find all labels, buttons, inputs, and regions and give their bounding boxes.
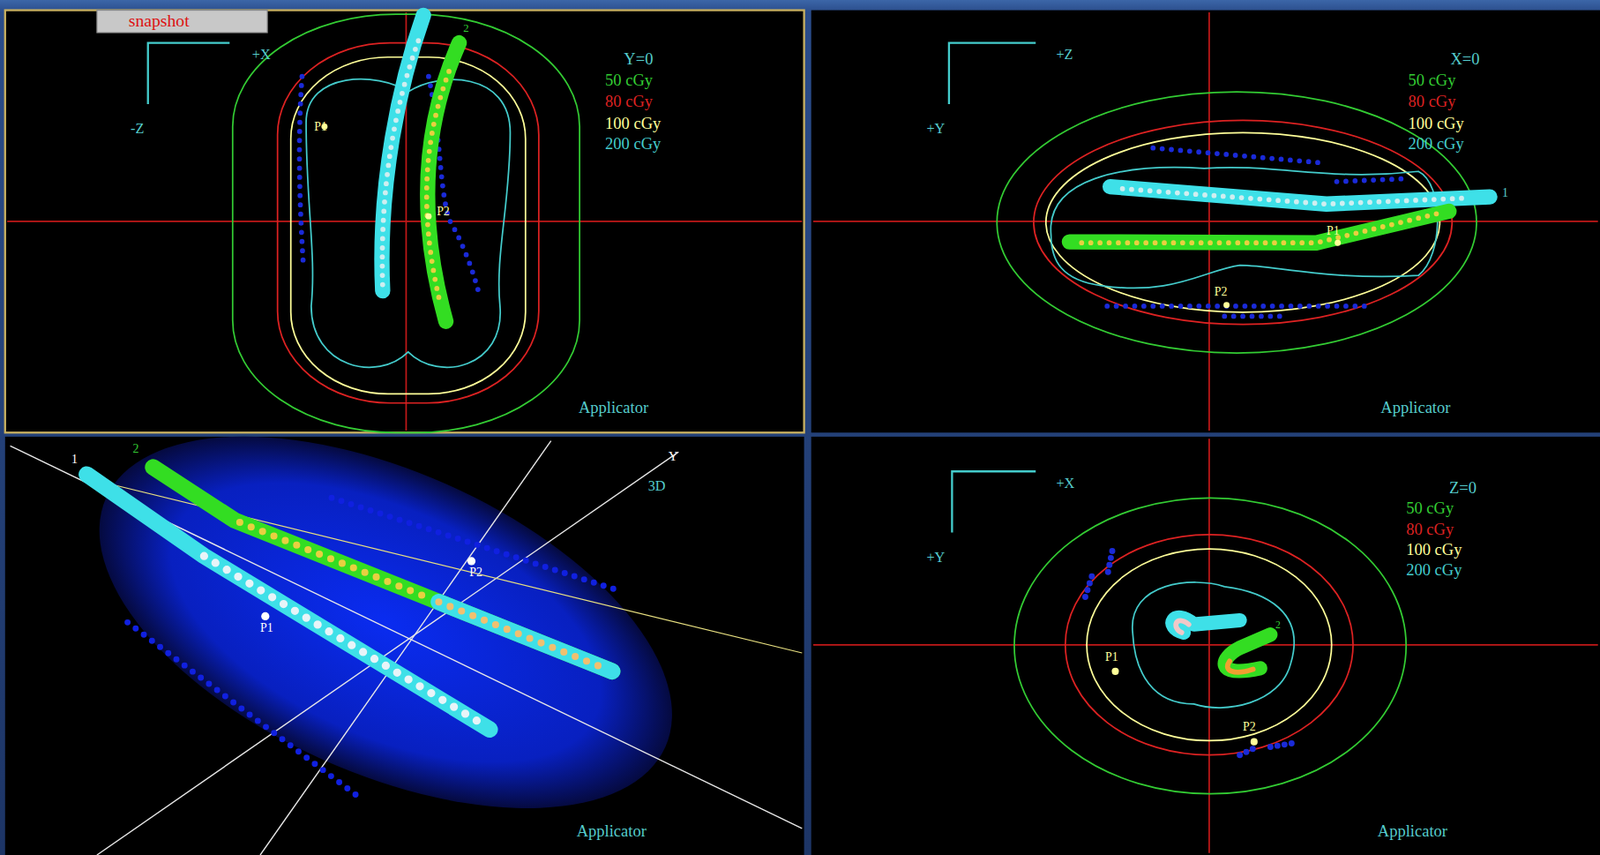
point-label: P2 [469,566,483,579]
legend-entry: 100 cGy [605,115,661,133]
axis-label: +Y [926,122,945,137]
point-label: P1 [260,620,274,634]
channel-number: 2 [1275,620,1281,631]
view-footer: Applicator [1380,399,1451,417]
view-tag: 3D [648,478,666,494]
point-label: P2 [436,204,450,217]
legend-entry: 80 cGy [605,93,653,111]
view-header: Y=0 [623,51,653,68]
channel-number: 2 [132,442,139,456]
legend-entry: 200 cGy [1405,561,1462,579]
view-footer: Applicator [576,822,647,840]
point-label: P2 [1242,719,1257,733]
legend-entry: 50 cGy [605,72,653,90]
point-label: P2 [1214,285,1228,299]
axis-label: +Z [1055,47,1073,62]
axis-label: -Z [130,122,144,137]
axis-label: +X [1055,476,1075,491]
point-label: P1 [1326,224,1340,237]
view-header: X=0 [1450,51,1480,68]
view-footer: Applicator [578,399,649,417]
legend-entry: 80 cGy [1405,521,1454,539]
channel-number: 1 [71,452,78,465]
legend-entry: 50 cGy [1405,500,1454,517]
axis-label: +X [252,47,271,62]
axis-label: +Y [926,550,945,565]
axis-label: Y [668,448,679,463]
channel-number: 1 [1502,186,1509,200]
legend-entry: 200 cGy [605,135,661,153]
legend-entry: 80 cGy [1408,93,1457,111]
button-label: snapshot [128,12,190,30]
legend-entry: 100 cGy [1405,541,1462,559]
legend-entry: 100 cGy [1408,115,1465,133]
point-label: P1 [314,119,328,133]
legend-entry: 50 cGy [1408,72,1457,90]
legend-entry: 200 cGy [1408,135,1465,153]
channel-number: 2 [463,22,469,34]
view-footer: Applicator [1377,822,1448,840]
point-label: P1 [1105,650,1119,664]
view-header: Z=0 [1449,478,1477,496]
